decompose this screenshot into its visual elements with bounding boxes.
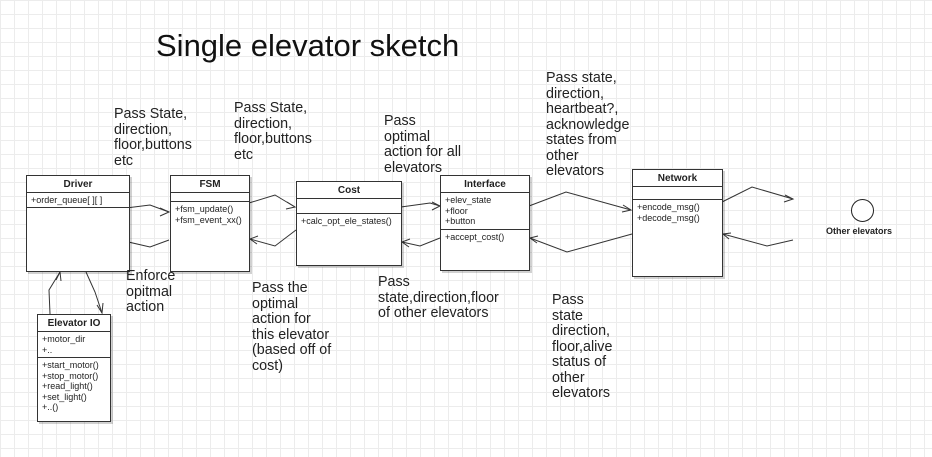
class-cost-name: Cost bbox=[297, 182, 401, 199]
attribute: +.. bbox=[42, 344, 53, 355]
class-cost-methods: +calc_opt_ele_states() bbox=[297, 214, 401, 229]
arrow-io-to-driver bbox=[48, 271, 61, 315]
class-interface-attributes: +elev_state +floor +button bbox=[441, 193, 529, 230]
arrow-cost-to-interface bbox=[400, 202, 441, 208]
class-interface-name: Interface bbox=[441, 176, 529, 193]
class-fsm-name: FSM bbox=[171, 176, 249, 193]
class-driver[interactable]: Driver +order_queue[ ][ ] bbox=[26, 175, 130, 272]
arrow-interface-to-cost bbox=[401, 237, 441, 247]
class-driver-methods bbox=[27, 208, 129, 212]
arrow-fsm-to-cost bbox=[248, 194, 296, 208]
method: +fsm_event_xx() bbox=[175, 214, 242, 225]
attribute: +order_queue[ ][ ] bbox=[31, 195, 103, 205]
note-cost-to-fsm: Pass the optimal action for this elevato… bbox=[252, 280, 332, 374]
note-interface-to-cost: Pass state,direction,floor of other elev… bbox=[378, 274, 499, 321]
class-fsm-methods: +fsm_update() +fsm_event_xx() bbox=[171, 202, 249, 227]
attribute: +motor_dir bbox=[42, 334, 86, 344]
arrow-cost-to-fsm bbox=[249, 229, 297, 247]
note-interface-to-network: Pass state, direction, heartbeat?, ackno… bbox=[546, 70, 630, 179]
class-driver-name: Driver bbox=[27, 176, 129, 193]
note-fsm-to-driver: Enforce opitmal action bbox=[126, 268, 176, 315]
class-interface[interactable]: Interface +elev_state +floor +button +ac… bbox=[440, 175, 530, 271]
method: +decode_msg() bbox=[637, 212, 700, 223]
method: +start_motor() bbox=[42, 360, 99, 370]
class-cost-attributes bbox=[297, 199, 401, 214]
other-elevators-label: Other elevators bbox=[826, 226, 893, 236]
method: +..() bbox=[42, 402, 59, 412]
arrow-driver-to-io bbox=[85, 271, 103, 314]
class-cost[interactable]: Cost +calc_opt_ele_states() bbox=[296, 181, 402, 266]
note-fsm-to-cost: Pass State, direction, floor,buttons etc bbox=[234, 100, 312, 163]
note-network-to-interface: Pass state direction, floor,alive status… bbox=[552, 292, 613, 401]
class-elevator-io-attributes: +motor_dir +.. bbox=[38, 332, 110, 358]
class-elevator-io-methods: +start_motor() +stop_motor() +read_light… bbox=[38, 358, 110, 415]
method: +set_light() bbox=[42, 391, 87, 402]
method: +accept_cost() bbox=[445, 231, 505, 242]
class-network-name: Network bbox=[633, 170, 722, 187]
method: +stop_motor() bbox=[42, 370, 99, 381]
note-driver-to-fsm: Pass State, direction, floor,buttons etc bbox=[114, 106, 192, 169]
class-interface-methods: +accept_cost() bbox=[441, 230, 529, 245]
arrow-network-to-interface bbox=[529, 233, 633, 253]
diagram-title: Single elevator sketch bbox=[156, 28, 460, 63]
class-network-methods: +encode_msg() +decode_msg() bbox=[633, 200, 722, 225]
class-network-attributes bbox=[633, 187, 722, 200]
method: +fsm_update() bbox=[175, 204, 234, 214]
class-network[interactable]: Network +encode_msg() +decode_msg() bbox=[632, 169, 723, 277]
note-cost-to-interface: Pass optimal action for all elevators bbox=[384, 113, 462, 176]
class-fsm-attributes bbox=[171, 193, 249, 202]
method: +calc_opt_ele_states() bbox=[301, 216, 392, 226]
class-elevator-io-name: Elevator IO bbox=[38, 315, 110, 332]
arrow-other-to-network bbox=[722, 233, 794, 247]
attribute: +floor bbox=[445, 205, 468, 216]
class-fsm[interactable]: FSM +fsm_update() +fsm_event_xx() bbox=[170, 175, 250, 272]
arrow-network-to-other bbox=[721, 186, 794, 203]
attribute: +elev_state bbox=[445, 195, 492, 205]
method: +encode_msg() bbox=[637, 202, 700, 212]
other-elevators-actor[interactable] bbox=[851, 199, 874, 222]
class-driver-attributes: +order_queue[ ][ ] bbox=[27, 193, 129, 208]
method: +read_light() bbox=[42, 381, 93, 391]
arrow-interface-to-network bbox=[528, 191, 632, 211]
attribute: +button bbox=[445, 216, 476, 226]
class-elevator-io[interactable]: Elevator IO +motor_dir +.. +start_motor(… bbox=[37, 314, 111, 422]
